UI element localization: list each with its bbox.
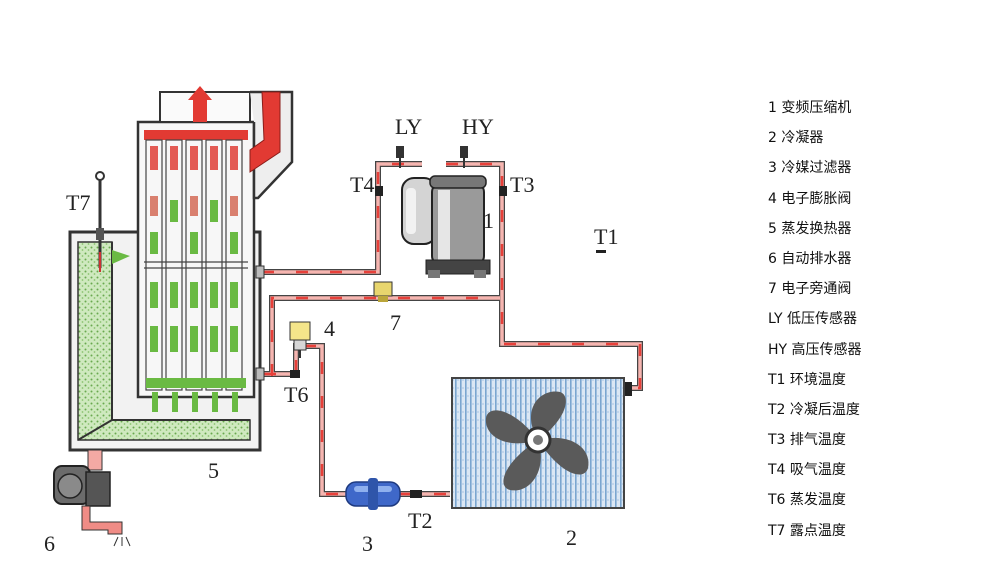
electronic-expansion-valve	[289, 321, 311, 358]
legend-item: T6 蒸发温度	[768, 492, 846, 509]
legend-item: HY 高压传感器	[768, 341, 862, 358]
label-expansion-valve-number: 4	[324, 316, 335, 341]
legend-item: T3 排气温度	[768, 432, 846, 449]
legend-item: T4 吸气温度	[768, 462, 846, 479]
legend-item: T2 冷凝后温度	[768, 401, 860, 418]
condenser	[451, 377, 625, 509]
legend-item: T7 露点温度	[768, 522, 846, 539]
label-drain-number: 6	[44, 531, 55, 556]
label-evaporator-number: 5	[208, 458, 219, 483]
legend-item: LY 低压传感器	[768, 311, 857, 328]
fan-icon	[485, 391, 589, 491]
evaporator-heat-exchanger	[68, 86, 294, 471]
ambient-sensor-marker	[596, 250, 606, 253]
label-hy: HY	[462, 114, 494, 139]
legend-item: 3 冷媒过滤器	[768, 160, 852, 177]
legend-item: 5 蒸发换热器	[768, 220, 852, 237]
label-compressor-number: 1	[483, 208, 494, 233]
legend-item: 2 冷凝器	[768, 130, 824, 147]
refrigerant-filter	[345, 478, 401, 510]
inverter-compressor	[401, 175, 491, 278]
legend-item: 6 自动排水器	[768, 250, 852, 267]
auto-drain-valve	[53, 465, 131, 547]
label-t4: T4	[350, 172, 374, 197]
legend-item: 1 变频压缩机	[768, 100, 852, 116]
label-filter-number: 3	[362, 531, 373, 556]
electronic-bypass-valve	[373, 281, 393, 302]
label-condenser-number: 2	[566, 525, 577, 550]
legend-item: 4 电子膨胀阀	[768, 190, 852, 207]
label-t1: T1	[594, 224, 618, 249]
dew-point-probe	[95, 171, 105, 272]
label-t7: T7	[66, 190, 90, 215]
component-legend: 1 变频压缩机 2 冷凝器 3 冷媒过滤器 4 电子膨胀阀 5 蒸发换热器 6 …	[768, 96, 988, 549]
label-ly: LY	[395, 114, 422, 139]
legend-item: T1 环境温度	[768, 371, 846, 388]
label-t2: T2	[408, 508, 432, 533]
label-t3: T3	[510, 172, 534, 197]
legend-item: 7 电子旁通阀	[768, 281, 852, 298]
refrigerant-pipes	[255, 146, 643, 498]
label-bypass-valve-number: 7	[390, 310, 401, 335]
label-t6: T6	[284, 382, 308, 407]
